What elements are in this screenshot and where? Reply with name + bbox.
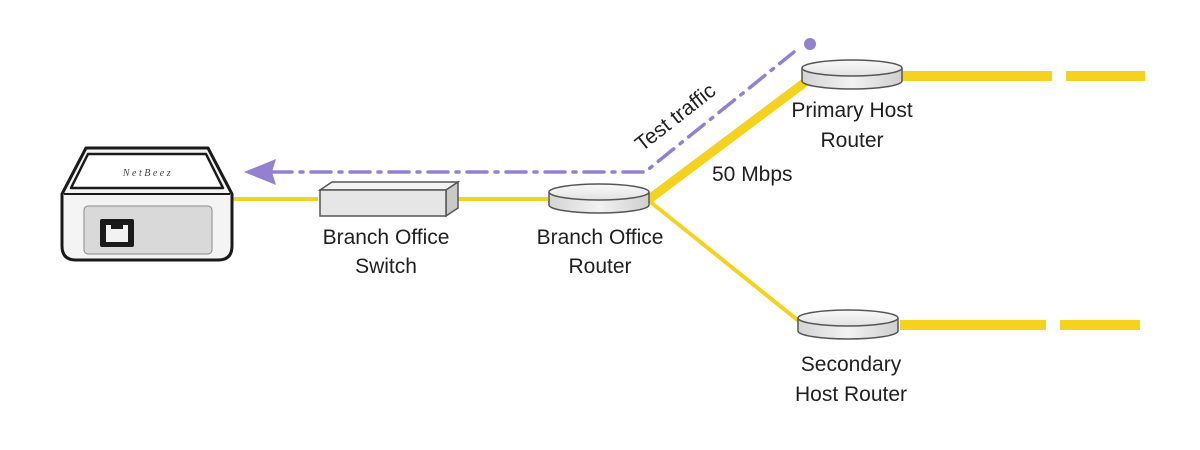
bandwidth-label: 50 Mbps [712, 163, 793, 186]
branch-switch-label-line1: Branch Office [323, 226, 450, 249]
primary-host-router [801, 59, 903, 90]
link-branch-to-secondary [646, 198, 802, 324]
test-traffic-arrowhead [244, 159, 276, 185]
branch-router-label-line1: Branch Office [537, 226, 664, 249]
secondary-router-label-line1: Secondary [801, 353, 902, 376]
netbeez-agent: NetBeez [60, 146, 234, 262]
branch-switch-label-line2: Switch [355, 255, 417, 278]
branch-office-router [548, 183, 650, 214]
ethernet-port-icon [100, 219, 134, 247]
branch-office-switch [317, 180, 461, 218]
link-branch-to-primary [645, 76, 811, 204]
netbeez-brand-text: NetBeez [122, 168, 173, 179]
test-traffic-label: Test traffic [631, 79, 720, 156]
test-traffic-endpoint-dot [804, 38, 816, 50]
secondary-host-router [797, 309, 899, 340]
links [232, 71, 1145, 330]
primary-router-label-line1: Primary Host [791, 99, 913, 122]
secondary-router-label-line2: Host Router [795, 383, 907, 406]
branch-router-label-line2: Router [568, 255, 631, 278]
test-traffic-line [270, 50, 796, 174]
primary-router-label-line2: Router [820, 129, 883, 152]
